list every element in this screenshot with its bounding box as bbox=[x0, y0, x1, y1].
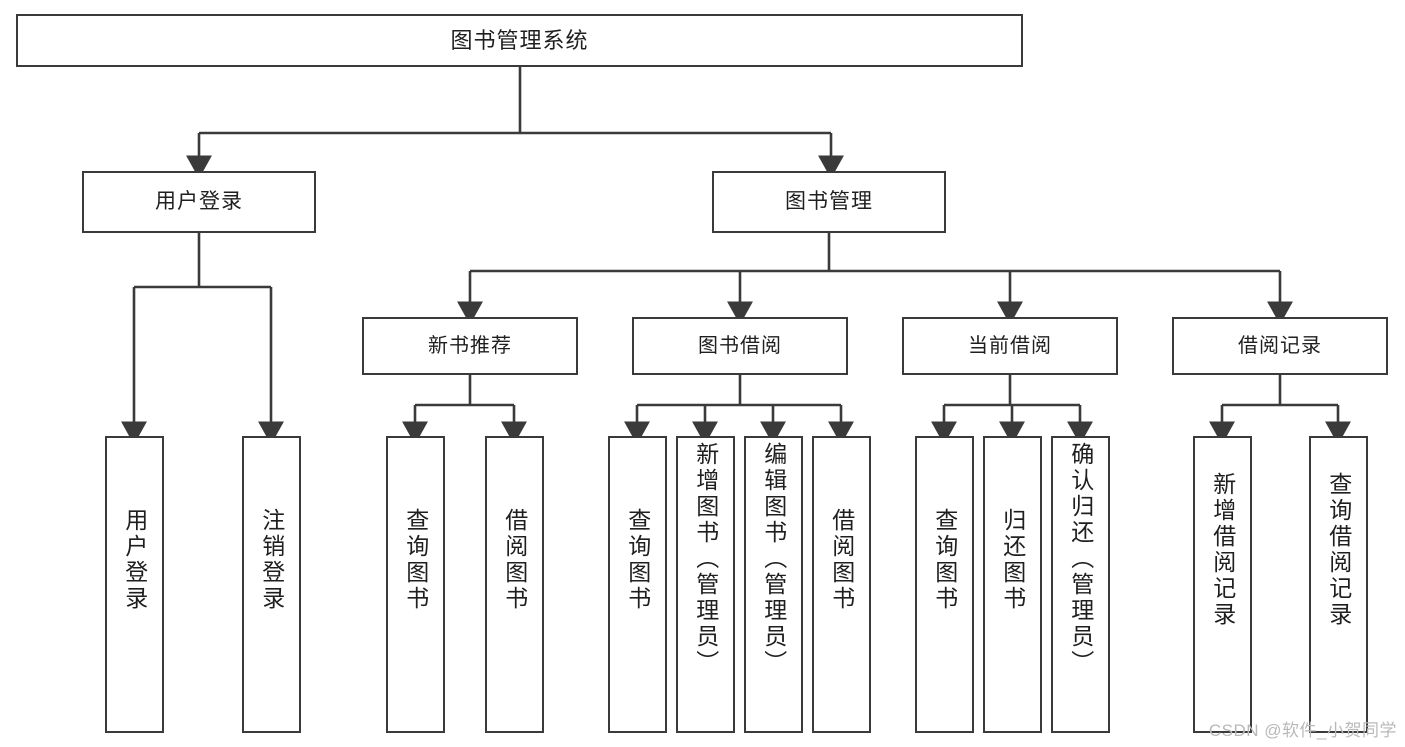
leaf-add-book-admin-label: 新增图书（管理员） bbox=[692, 442, 719, 676]
leaf-confirm-return-admin-label: 确认归还（管理员） bbox=[1067, 442, 1094, 676]
leaf-edit-book-admin[interactable]: 编辑图书（管理员） bbox=[744, 436, 803, 733]
leaf-query-book-2-label: 查询图书 bbox=[624, 508, 651, 612]
leaf-edit-book-admin-label: 编辑图书（管理员） bbox=[760, 442, 787, 676]
node-borrow-record-label: 借阅记录 bbox=[1238, 334, 1322, 357]
leaf-add-borrow-record-label: 新增借阅记录 bbox=[1209, 472, 1236, 628]
node-book-management-label: 图书管理 bbox=[785, 189, 873, 213]
node-root[interactable]: 图书管理系统 bbox=[16, 14, 1023, 67]
leaf-query-borrow-record-label: 查询借阅记录 bbox=[1325, 472, 1352, 628]
leaf-query-book-3-label: 查询图书 bbox=[931, 508, 958, 612]
leaf-add-book-admin[interactable]: 新增图书（管理员） bbox=[676, 436, 735, 733]
node-root-label: 图书管理系统 bbox=[450, 27, 589, 53]
node-current-borrow-label: 当前借阅 bbox=[968, 334, 1052, 357]
leaf-query-borrow-record[interactable]: 查询借阅记录 bbox=[1309, 436, 1368, 733]
leaf-logout-label: 注销登录 bbox=[258, 508, 285, 612]
csdn-watermark: CSDN @软件_小贺同学 bbox=[1208, 721, 1397, 740]
leaf-borrow-book-1-label: 借阅图书 bbox=[501, 508, 528, 612]
node-current-borrow[interactable]: 当前借阅 bbox=[902, 317, 1118, 375]
leaf-borrow-book-2[interactable]: 借阅图书 bbox=[812, 436, 871, 733]
leaf-query-book-3[interactable]: 查询图书 bbox=[915, 436, 974, 733]
node-book-borrow-label: 图书借阅 bbox=[698, 334, 782, 357]
leaf-query-book-1-label: 查询图书 bbox=[402, 508, 429, 612]
leaf-user-login-label: 用户登录 bbox=[121, 508, 148, 612]
leaf-borrow-book-2-label: 借阅图书 bbox=[828, 508, 855, 612]
node-borrow-record[interactable]: 借阅记录 bbox=[1172, 317, 1388, 375]
node-new-book-recommend-label: 新书推荐 bbox=[428, 334, 512, 357]
leaf-query-book-1[interactable]: 查询图书 bbox=[386, 436, 445, 733]
node-user-login[interactable]: 用户登录 bbox=[82, 171, 316, 233]
leaf-query-book-2[interactable]: 查询图书 bbox=[608, 436, 667, 733]
node-new-book-recommend[interactable]: 新书推荐 bbox=[362, 317, 578, 375]
node-book-borrow[interactable]: 图书借阅 bbox=[632, 317, 848, 375]
leaf-user-login[interactable]: 用户登录 bbox=[105, 436, 164, 733]
leaf-logout[interactable]: 注销登录 bbox=[242, 436, 301, 733]
leaf-borrow-book-1[interactable]: 借阅图书 bbox=[485, 436, 544, 733]
node-user-login-label: 用户登录 bbox=[155, 189, 243, 213]
leaf-return-book-label: 归还图书 bbox=[999, 508, 1026, 612]
leaf-add-borrow-record[interactable]: 新增借阅记录 bbox=[1193, 436, 1252, 733]
node-book-management[interactable]: 图书管理 bbox=[712, 171, 946, 233]
leaf-confirm-return-admin[interactable]: 确认归还（管理员） bbox=[1051, 436, 1110, 733]
leaf-return-book[interactable]: 归还图书 bbox=[983, 436, 1042, 733]
